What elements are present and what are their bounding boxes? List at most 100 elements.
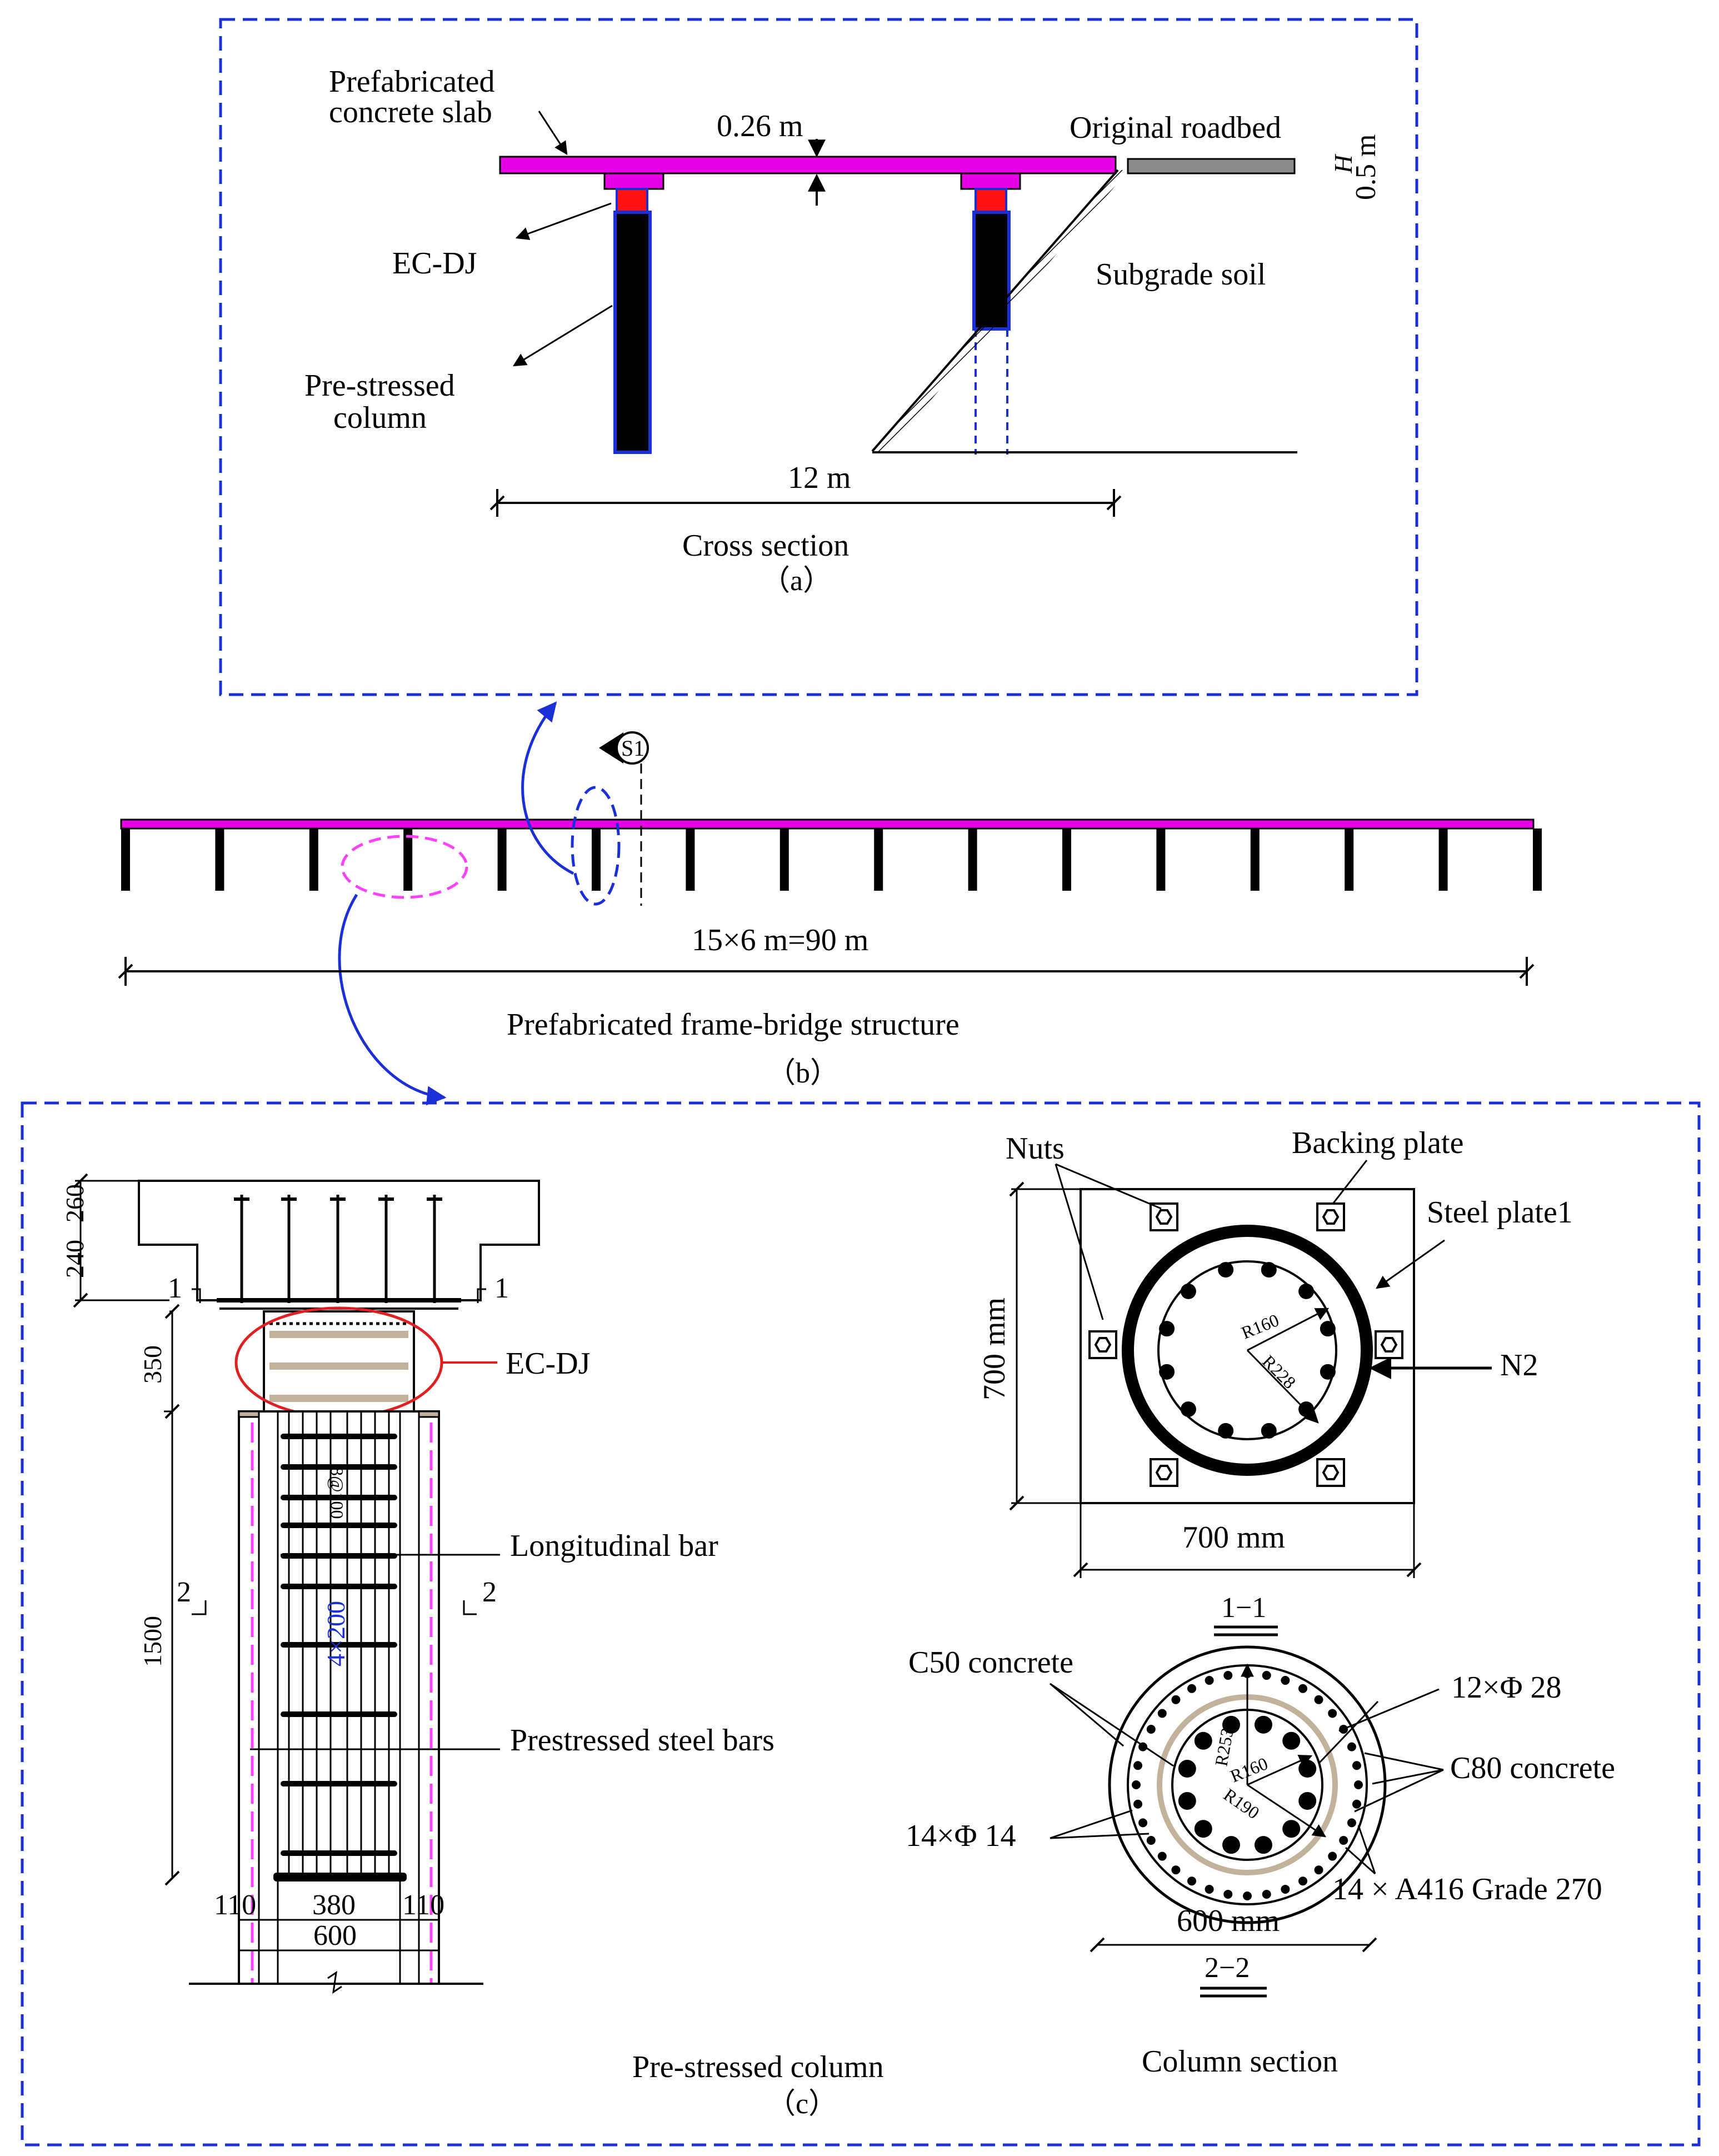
bridge-column <box>403 829 413 891</box>
section-marker-s1: S1 <box>599 731 649 906</box>
slab-label-2: concrete slab <box>329 95 492 129</box>
main-bar <box>1254 1715 1272 1734</box>
connector-to-c <box>338 894 447 1106</box>
sec-2-2-label: 2−2 <box>1205 1952 1250 1984</box>
connector-to-a <box>521 701 574 875</box>
strand <box>1187 1684 1196 1693</box>
panel-b: S1 15×6 m=90 m Prefabricated frame-bridg… <box>118 701 1542 1106</box>
strand <box>1314 1695 1323 1704</box>
stirrup <box>281 1523 397 1528</box>
prestress-label: Prestressed steel bars <box>510 1723 774 1758</box>
column-outer <box>238 1410 440 1985</box>
bridge-column <box>779 829 789 891</box>
column-elevation: EC-DJ 8@100 4×200 <box>61 1173 774 1994</box>
column-left <box>613 211 652 454</box>
column-section: R253 R160 R190 C50 concrete 12×Φ 28 C80 … <box>906 1645 1615 2079</box>
plate-bar <box>1320 1321 1336 1337</box>
bridge-columns <box>121 829 1542 891</box>
main-bar <box>1222 1715 1241 1734</box>
strand <box>1281 1676 1290 1685</box>
steel-plate-leader <box>1376 1239 1445 1289</box>
bridge-column <box>1250 829 1260 891</box>
plate-section: R160 R228 700 mm 700 mm Nuts Backing pla… <box>977 1126 1573 1636</box>
strand <box>1298 1684 1307 1693</box>
dim-110-right: 110 <box>402 1889 444 1921</box>
col-section-caption: Column section <box>1142 2044 1338 2079</box>
strand <box>1352 1761 1361 1770</box>
strand <box>1352 1799 1361 1809</box>
panel-a-frame <box>219 18 1418 696</box>
dim-240: 240 <box>61 1240 89 1278</box>
span-label-a: 12 m <box>788 461 851 495</box>
c80-label: C80 concrete <box>1450 1751 1615 1785</box>
letter-a: （a） <box>761 565 832 597</box>
ec-dj-right <box>975 188 1007 213</box>
pier-cap-left <box>603 172 664 190</box>
bridge-column <box>1533 829 1542 891</box>
plate-w-label: 700 mm <box>1182 1520 1285 1555</box>
nut-hex <box>1380 1337 1398 1353</box>
panel-a: 0.26 m Prefabricated concrete slab Origi… <box>219 18 1418 696</box>
steel-plate-label: Steel plate1 <box>1427 1195 1573 1230</box>
original-roadbed <box>1127 158 1296 174</box>
main-bar <box>1194 1731 1212 1750</box>
nut-hex <box>1322 1465 1340 1480</box>
caption-a: Cross section <box>682 528 849 563</box>
plate-bar <box>1218 1423 1234 1439</box>
stirrup <box>281 1711 397 1717</box>
section-bars <box>1132 1669 1363 1900</box>
strand <box>1262 1671 1271 1680</box>
stirrup <box>281 1850 397 1856</box>
strand <box>1171 1865 1181 1875</box>
strand <box>1157 1709 1167 1718</box>
bridge-column <box>1062 829 1071 891</box>
stirrup <box>281 1781 397 1786</box>
strand <box>1354 1780 1363 1789</box>
dim-600: 600 <box>313 1920 357 1952</box>
bridge-column <box>592 829 601 891</box>
plate-bar <box>1159 1321 1175 1337</box>
dim-350: 350 <box>138 1345 167 1384</box>
panel-c: EC-DJ 8@100 4×200 <box>21 1101 1701 2147</box>
plate-bar <box>1261 1423 1277 1439</box>
panel-c-frame <box>21 1101 1701 2147</box>
long-bar-label: Longitudinal bar <box>510 1529 718 1563</box>
r228-leader <box>1246 1349 1319 1424</box>
main-bar <box>1282 1731 1301 1750</box>
backing-label: Backing plate <box>1292 1126 1463 1160</box>
letter-c: （c） <box>767 2088 837 2120</box>
stirrup-note: 8@100 <box>327 1467 347 1519</box>
strand <box>1262 1889 1271 1899</box>
bridge-column <box>874 829 883 891</box>
nut-hex <box>1155 1209 1173 1225</box>
stirrup <box>281 1495 397 1500</box>
strand <box>1133 1799 1143 1809</box>
column-label-1: Pre-stressed <box>304 368 455 403</box>
sec1-left: 1 <box>168 1272 182 1304</box>
nuts <box>1088 1202 1403 1487</box>
nut-hex <box>1094 1337 1112 1353</box>
strand <box>1133 1761 1143 1770</box>
marker-label: S1 <box>621 736 644 761</box>
thickness-label: 0.26 m <box>717 109 803 143</box>
roadbed-label: Original roadbed <box>1070 111 1281 145</box>
main-bar <box>1222 1836 1241 1854</box>
main-bar <box>1282 1820 1301 1838</box>
ec-dj-left <box>616 188 648 213</box>
sec2-left: 2 <box>177 1576 191 1608</box>
strand <box>1146 1725 1156 1734</box>
plate-bar <box>1180 1401 1196 1418</box>
r160-leader <box>1247 1307 1330 1351</box>
spacing-note: 4×200 <box>322 1601 350 1666</box>
caption-c-column: Pre-stressed column <box>632 2050 884 2084</box>
concrete-slab <box>499 156 1117 174</box>
highlight-ellipse-pink <box>341 835 468 899</box>
strand <box>1157 1851 1167 1861</box>
strand <box>1347 1818 1356 1828</box>
strand <box>1328 1709 1337 1718</box>
anchor-bolts <box>234 1195 442 1303</box>
nuts-label: Nuts <box>1006 1131 1065 1166</box>
strand <box>1187 1876 1196 1886</box>
main-bar <box>1178 1791 1196 1810</box>
subgrade-label: Subgrade soil <box>1096 257 1266 292</box>
